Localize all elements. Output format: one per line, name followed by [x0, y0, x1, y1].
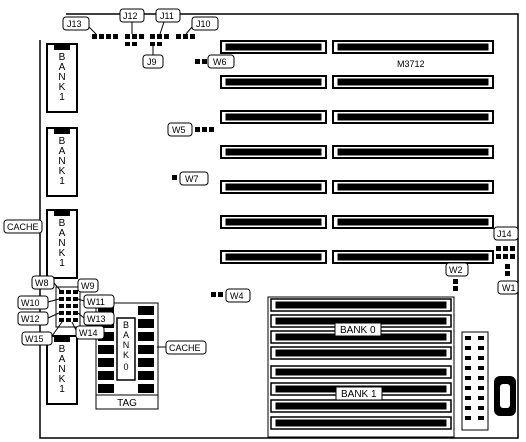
jumper-J9-label: J9 [147, 57, 157, 67]
jumper-J13-label: J13 [67, 19, 82, 29]
expansion-slots [220, 40, 494, 264]
model-label: M3712 [397, 59, 425, 69]
jumper-W15-label: W15 [25, 334, 44, 344]
jumper-W12: W12 [17, 311, 60, 326]
jumper-W10: W10 [17, 295, 60, 310]
jumper-W4: W4 [211, 288, 251, 303]
simm-slot [270, 399, 452, 413]
cache-label-center: CACHE [169, 343, 201, 353]
simm-slot [270, 298, 452, 312]
jumper-J11: J11 [155, 8, 181, 35]
jumper-W5-label: W5 [172, 125, 186, 135]
jumper-W6: W6 [195, 54, 235, 69]
jumper-W7-label: W7 [185, 174, 199, 184]
jumper-W1: W1 [497, 280, 519, 295]
expansion-slot [220, 40, 494, 54]
bank1-callout: BANK 1 [335, 386, 383, 401]
jumper-J12: J12 [119, 8, 145, 34]
jumper-J10: J10 [185, 16, 219, 35]
simm-slot [270, 365, 452, 379]
jumper-J13: J13 [62, 16, 97, 35]
keyboard-connector [494, 376, 516, 416]
bank1-label: BANK 1 [341, 389, 377, 400]
jumper-W1-label: W1 [502, 283, 516, 293]
jumper-cluster [55, 286, 81, 328]
jumper-W10-label: W10 [21, 298, 40, 308]
expansion-slot [220, 250, 494, 264]
jumper-block-top [92, 34, 195, 46]
jumper-W6-label: W6 [213, 57, 227, 67]
jumper-W12-label: W12 [21, 314, 40, 324]
jumper-W13: W13 [77, 311, 115, 326]
jumper-W5: W5 [167, 122, 214, 137]
bank0-label: BANK 0 [340, 325, 376, 336]
jumper-W9-label: W9 [81, 281, 95, 291]
jumper-J12-label: J12 [123, 11, 138, 21]
tag-label: TAG [117, 398, 137, 409]
tag-chip [95, 394, 159, 410]
jumper-W14-label: W14 [79, 328, 98, 338]
expansion-slot [220, 110, 494, 124]
bank0-callout: BANK 0 [334, 322, 382, 337]
jumper-J10-label: J10 [196, 19, 211, 29]
simm-banks [267, 296, 455, 438]
jumper-W11-label: W11 [87, 297, 105, 307]
jumper-W8: W8 [31, 275, 61, 291]
jumper-W4-label: W4 [230, 291, 244, 301]
jumper-J11-label: J11 [160, 11, 174, 21]
cache-callout-left: CACHE [3, 219, 43, 234]
simm-slot [270, 416, 452, 430]
jumper-J14: J14 [493, 226, 519, 276]
jumper-W9: W9 [77, 278, 99, 293]
expansion-slot [220, 145, 494, 159]
jumper-W11: W11 [77, 294, 115, 309]
jumper-W2-label: W2 [449, 265, 463, 275]
cache-chip [116, 317, 136, 381]
expansion-slot [220, 215, 494, 229]
jumper-W8-label: W8 [35, 278, 49, 288]
cache-callout-center: CACHE [157, 340, 207, 355]
right-connector [461, 331, 489, 431]
cache-label-left: CACHE [7, 222, 39, 232]
simm-slot [270, 346, 452, 360]
expansion-slot [220, 180, 494, 194]
expansion-slot [220, 75, 494, 89]
jumper-J9: J9 [142, 46, 164, 69]
jumper-J14-label: J14 [497, 229, 512, 239]
jumper-W2: W2 [445, 262, 469, 291]
jumper-W15: W15 [21, 321, 63, 346]
jumper-W14: W14 [71, 321, 105, 340]
jumper-W13-label: W13 [87, 314, 106, 324]
jumper-W7: W7 [172, 171, 209, 186]
